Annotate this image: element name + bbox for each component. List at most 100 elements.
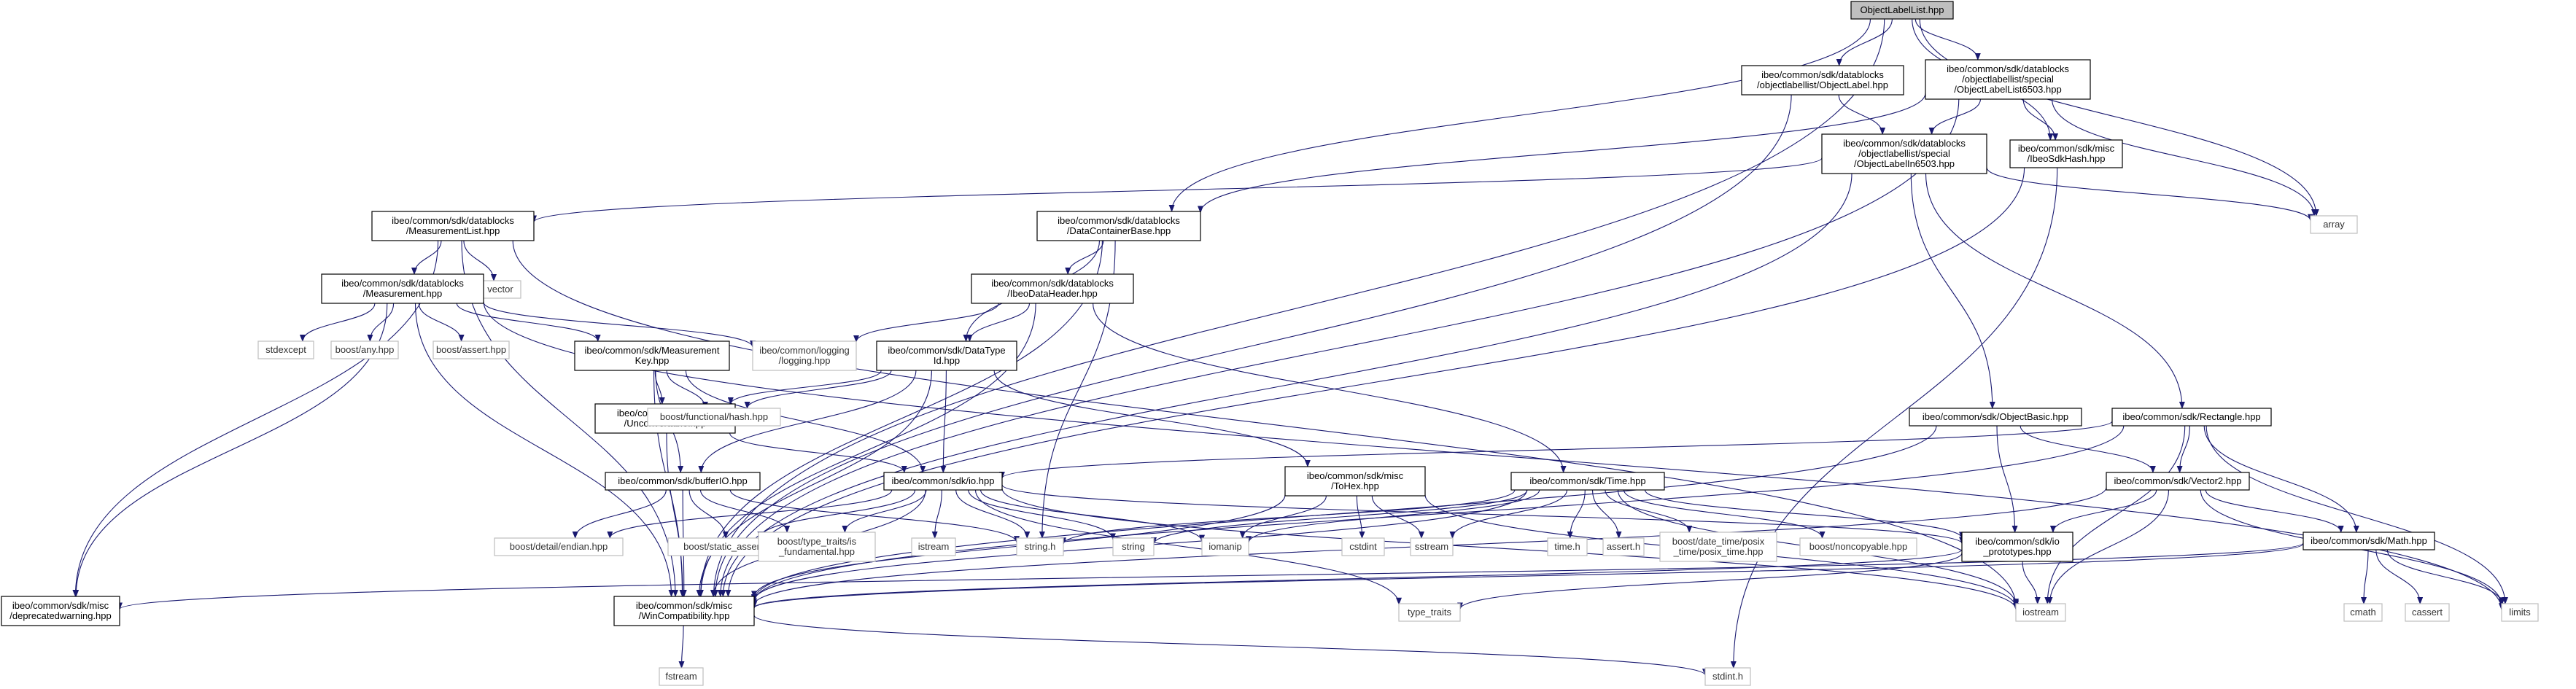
node-box-string [1112, 537, 1155, 556]
node-label-tohex-line-1: /ToHex.hpp [1331, 480, 1379, 491]
edge-bufio-to-typetraitsfund [699, 489, 791, 533]
node-dcb[interactable]: ibeo/common/sdk/datablocks/DataContainer… [1036, 211, 1201, 241]
edge-math-to-wincompat [751, 543, 2304, 609]
node-ol6503[interactable]: ibeo/common/sdk/datablocks/objectlabelli… [1821, 133, 1987, 174]
edge-measlist-to-meas [411, 240, 442, 275]
edge-time-to-sstream [1449, 489, 1568, 539]
node-label-tohex-line-0: ibeo/common/sdk/misc [1307, 470, 1404, 481]
edge-mkey-to-boosthash [666, 370, 708, 409]
node-label-oll6503-line-0: ibeo/common/sdk/datablocks [1947, 63, 2069, 74]
node-box-stringh [1016, 537, 1064, 556]
node-label-sstream-line-0: sstream [1415, 541, 1448, 552]
node-label-idh-line-0: ibeo/common/sdk/datablocks [991, 278, 1114, 289]
edge-rect-to-io [999, 421, 2113, 479]
edge-root-to-objlabel [1836, 18, 1893, 66]
edge-bufio-to-stringh [729, 489, 1020, 544]
node-box-rect [2111, 408, 2272, 427]
node-posix: boost/date_time/posix_time/posix_time.hp… [1659, 532, 1777, 562]
node-label-ol6503-line-0: ibeo/common/sdk/datablocks [1843, 138, 1966, 149]
edge-ol6503-to-wincompat [720, 173, 1853, 597]
edge-math-to-cassert [2375, 549, 2424, 604]
node-io[interactable]: ibeo/common/sdk/io.hpp [883, 472, 1003, 491]
edge-time-to-ioproto [1644, 489, 1965, 540]
node-stringh: string.h [1016, 537, 1064, 556]
edge-vec2-to-ioproto [2049, 489, 2157, 533]
edge-time-to-posix [1605, 489, 1693, 533]
node-label-boostassert-line-0: boost/assert.hpp [436, 344, 506, 355]
node-label-bufio-line-0: ibeo/common/sdk/bufferIO.hpp [618, 475, 748, 486]
edge-rect-to-wincompat [751, 425, 2125, 603]
node-label-fstream-line-0: fstream [665, 671, 697, 682]
node-box-vec2 [2106, 472, 2250, 491]
edge-sdkhash-to-wincompat [725, 167, 2025, 597]
node-label-string-line-0: string [1122, 541, 1145, 552]
edge-rect-to-math [2203, 425, 2359, 533]
edge-objlabel-to-wincompat [712, 94, 1792, 597]
edge-dtid-to-bufio [698, 370, 917, 473]
node-objlabel[interactable]: ibeo/common/sdk/datablocks/objectlabelli… [1741, 65, 1904, 96]
node-rect[interactable]: ibeo/common/sdk/Rectangle.hpp [2111, 408, 2272, 427]
node-tohex[interactable]: ibeo/common/sdk/misc/ToHex.hpp [1284, 466, 1426, 497]
edge-bufio-to-staticassert [688, 489, 729, 539]
node-wincompat[interactable]: ibeo/common/sdk/misc/WinCompatibility.hp… [613, 596, 755, 626]
node-label-istream-line-0: istream [918, 541, 950, 552]
edge-time-to-iomanip [1246, 489, 1540, 544]
node-box-timeh [1547, 537, 1588, 556]
node-box-tohex [1284, 466, 1426, 497]
node-box-wincompat [613, 596, 755, 626]
node-root[interactable]: ObjectLabelList.hpp [1850, 1, 1954, 20]
node-box-typetraits [1398, 603, 1461, 622]
node-iomanip: iomanip [1201, 537, 1249, 556]
node-sdkhash[interactable]: ibeo/common/sdk/misc/IbeoSdkHash.hpp [2009, 139, 2123, 168]
node-objbasic[interactable]: ibeo/common/sdk/ObjectBasic.hpp [1909, 408, 2082, 427]
node-deprecated[interactable]: ibeo/common/sdk/misc/deprecatedwarning.h… [1, 596, 120, 626]
edge-idh-to-dtid [966, 303, 1031, 342]
edge-wincompat-to-stdinth [753, 615, 1708, 677]
node-box-fstream [659, 667, 704, 686]
node-oll6503[interactable]: ibeo/common/sdk/datablocks/objectlabelli… [1925, 59, 2091, 100]
node-label-wincompat-line-1: /WinCompatibility.hpp [639, 610, 730, 621]
node-fstream: fstream [659, 667, 704, 686]
node-box-boosthash [647, 408, 781, 427]
node-label-sdkhash-line-0: ibeo/common/sdk/misc [2018, 143, 2115, 154]
node-label-measlist-line-1: /MeasurementList.hpp [406, 225, 500, 236]
node-box-oll6503 [1925, 59, 2091, 100]
node-box-cassert [2405, 603, 2450, 622]
node-label-objlabel-line-0: ibeo/common/sdk/datablocks [1761, 69, 1884, 80]
node-box-dcb [1036, 211, 1201, 241]
node-boostany: boost/any.hpp [330, 340, 399, 359]
nodes-layer: ObjectLabelList.hpp ibeo/common/sdk/datab… [1, 1, 2539, 686]
edge-bufio-to-endian [572, 489, 667, 539]
edge-meas-to-mkey [456, 303, 601, 342]
node-box-root [1850, 1, 1954, 20]
node-box-math [2303, 532, 2435, 550]
node-measlist[interactable]: ibeo/common/sdk/datablocks/MeasurementLi… [371, 211, 535, 241]
edge-mkey-to-io [685, 370, 926, 473]
node-box-dtid [876, 340, 1017, 371]
node-label-timeh-line-0: time.h [1554, 541, 1580, 552]
edge-measlist-to-vector [463, 240, 497, 281]
edge-vec2-to-iostream [2047, 489, 2170, 604]
node-ioproto[interactable]: ibeo/common/sdk/io_prototypes.hpp [1961, 532, 2073, 562]
node-label-cstdint-line-0: cstdint [1349, 541, 1377, 552]
node-box-bufio [605, 472, 761, 491]
node-box-io [883, 472, 1003, 491]
edge-ol6503-to-objbasic [1910, 173, 1995, 409]
node-label-mkey-line-0: ibeo/common/sdk/Measurement [585, 345, 720, 356]
node-label-stringh-line-0: string.h [1025, 541, 1056, 552]
node-meas[interactable]: ibeo/common/sdk/datablocks/Measurement.h… [321, 273, 484, 304]
node-box-cstdint [1341, 537, 1385, 556]
node-idh[interactable]: ibeo/common/sdk/datablocks/IbeoDataHeade… [971, 273, 1134, 304]
node-bufio[interactable]: ibeo/common/sdk/bufferIO.hpp [605, 472, 761, 491]
node-label-sdkhash-line-1: /IbeoSdkHash.hpp [2028, 153, 2106, 164]
edge-io-to-iomanip [980, 489, 1205, 542]
node-math[interactable]: ibeo/common/sdk/Math.hpp [2303, 532, 2435, 550]
node-vec2[interactable]: ibeo/common/sdk/Vector2.hpp [2106, 472, 2250, 491]
edge-ol6503-to-array [1986, 167, 2313, 222]
node-label-endian-line-0: boost/detail/endian.hpp [510, 541, 608, 552]
node-box-mkey [574, 340, 730, 371]
node-time[interactable]: ibeo/common/sdk/Time.hpp [1510, 472, 1665, 491]
